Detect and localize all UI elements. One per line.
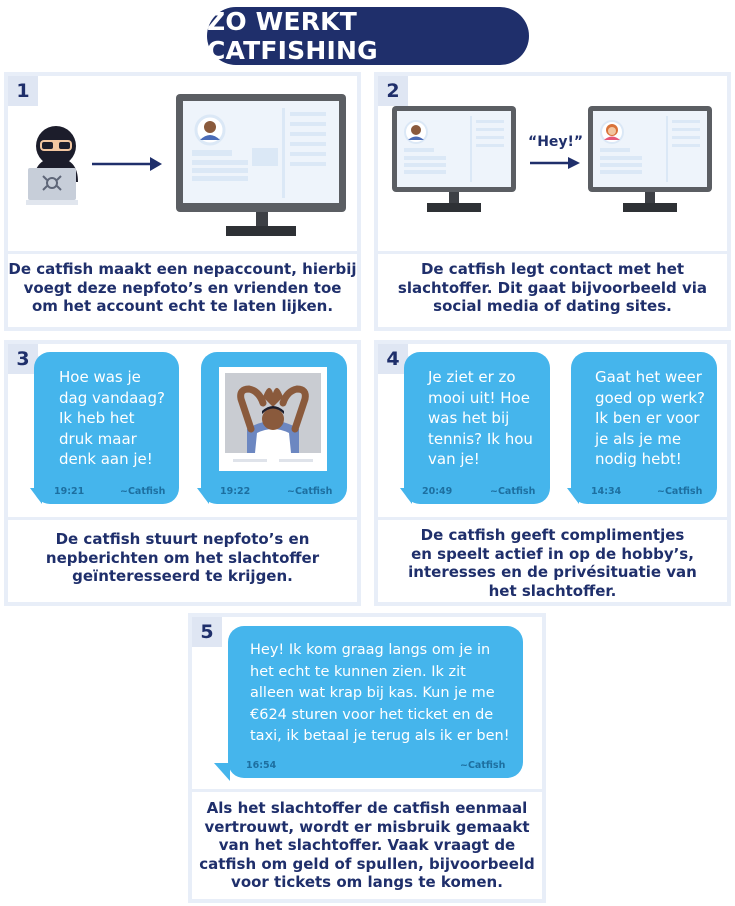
message-bubble: Hoe was je dag vandaag? Ik heb het druk … xyxy=(34,352,179,504)
bubble-tail xyxy=(214,763,230,781)
step-3-caption-area xyxy=(8,520,357,602)
message-text: Hey! Ik kom graag langs om je in het ech… xyxy=(250,642,510,744)
message-time: 16:54 xyxy=(246,760,277,771)
step-5-caption: Als het slachtoffer de catfish eenmaal v… xyxy=(199,799,535,891)
message-sender: ~Catfish xyxy=(490,486,536,497)
step-5-panel: 5 Hey! Ik kom graag langs om je in het e… xyxy=(188,613,546,903)
step-4-panel: 4 Je ziet er zo mooi uit! Hoe was het bi… xyxy=(374,340,731,606)
message-sender: ~Catfish xyxy=(287,486,333,497)
message-time: 20:49 xyxy=(422,486,453,497)
step-1-caption: De catfish maakt een nepaccount, hierbij… xyxy=(8,260,357,315)
page-title: ZO WERKT CATFISHING xyxy=(207,7,529,65)
page-title-text: ZO WERKT CATFISHING xyxy=(207,7,378,65)
photo-message-bubble: 19:22 ~Catfish xyxy=(201,352,347,504)
message-text: Je ziet er zo mooi uit! Hoe was het bij … xyxy=(428,368,533,468)
bubble-tail xyxy=(567,488,579,504)
bubble-tail xyxy=(30,488,42,504)
message-bubble: Je ziet er zo mooi uit! Hoe was het bij … xyxy=(404,352,550,504)
step-3-panel: 3 Hoe was je dag vandaag? Ik heb het dru… xyxy=(4,340,361,606)
step-2-caption: De catfish legt contact met het slachtof… xyxy=(397,260,708,315)
step-1-panel: 1 De catfish xyxy=(4,72,361,331)
step-1-number: 1 xyxy=(8,76,38,106)
step-2-caption-area xyxy=(378,254,727,327)
message-time: 19:22 xyxy=(220,486,251,497)
step-3-number: 3 xyxy=(8,344,38,374)
monitor-icon xyxy=(176,94,346,236)
message-bubble: Gaat het weer goed op werk? Ik ben er vo… xyxy=(571,352,717,504)
step-1-caption-area xyxy=(8,254,357,327)
bubble-tail xyxy=(197,488,209,504)
step-5-number: 5 xyxy=(192,617,222,647)
hey-speech-text: “Hey!” xyxy=(528,134,584,150)
monitor-icon xyxy=(588,106,712,212)
step-4-caption-area xyxy=(378,520,727,602)
message-sender: ~Catfish xyxy=(657,486,703,497)
arrow-right-icon xyxy=(530,157,580,169)
arrow-right-icon xyxy=(92,157,162,171)
step-4-number: 4 xyxy=(378,344,408,374)
step-3-caption: De catfish stuurt nepfoto’s en nepberich… xyxy=(45,530,320,585)
message-sender: ~Catfish xyxy=(460,760,506,771)
monitor-icon xyxy=(392,106,516,212)
message-time: 14:34 xyxy=(591,486,622,497)
step-2-number: 2 xyxy=(378,76,408,106)
heart-hands-photo-icon xyxy=(219,367,327,471)
message-text: Hoe was je dag vandaag? Ik heb het druk … xyxy=(59,368,165,468)
bubble-tail xyxy=(400,488,412,504)
message-sender: ~Catfish xyxy=(120,486,166,497)
laptop-icon xyxy=(26,168,78,205)
message-bubble: Hey! Ik kom graag langs om je in het ech… xyxy=(228,626,523,778)
message-time: 19:21 xyxy=(54,486,85,497)
step-2-panel: 2 “Hey!” xyxy=(374,72,731,331)
step-4-caption: De catfish geeft complimentjes en speelt… xyxy=(408,526,697,600)
step-5-caption-area xyxy=(192,792,542,899)
message-text: Gaat het weer goed op werk? Ik ben er vo… xyxy=(595,368,705,468)
